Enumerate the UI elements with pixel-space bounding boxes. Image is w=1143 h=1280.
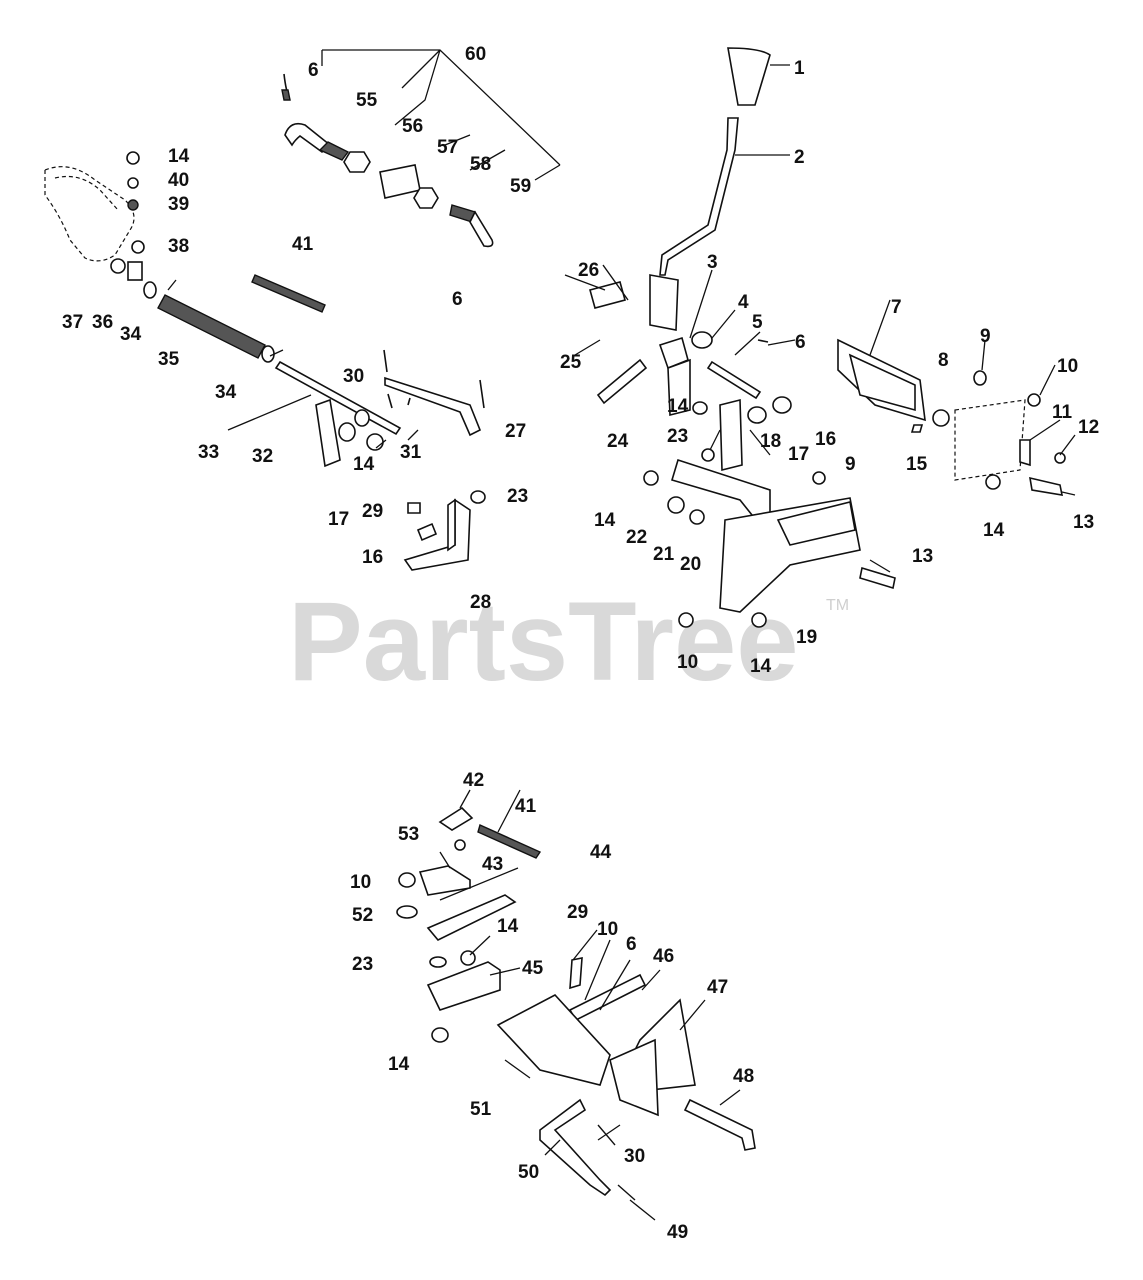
callout-16: 16: [362, 547, 383, 568]
callout-46: 46: [653, 946, 674, 967]
callout-34: 34: [215, 382, 237, 403]
callout-40: 40: [168, 170, 189, 191]
callout-14: 14: [497, 916, 519, 937]
kit-60-group: [281, 49, 561, 248]
callout-57: 57: [437, 137, 458, 158]
callout-20: 20: [680, 554, 701, 575]
callout-3: 3: [707, 252, 718, 273]
callout-6: 6: [452, 289, 463, 310]
callout-56: 56: [402, 116, 423, 137]
callout-21: 21: [653, 544, 675, 565]
watermark-trademark: TM: [826, 597, 849, 614]
callout-51: 51: [470, 1099, 492, 1120]
callout-15: 15: [906, 454, 928, 475]
callout-38: 38: [168, 236, 189, 257]
callout-60: 60: [465, 44, 486, 65]
callout-9: 9: [845, 454, 856, 475]
callout-1: 1: [794, 58, 805, 79]
callout-10: 10: [1057, 356, 1078, 377]
callout-24: 24: [607, 431, 629, 452]
callout-37: 37: [62, 312, 83, 333]
shift-lever-group: [564, 47, 1076, 628]
callout-47: 47: [707, 977, 728, 998]
callout-50: 50: [518, 1162, 539, 1183]
callout-labels: 6 60 55 56 57 58 59 14 40 39 38 37 36 34…: [62, 44, 1099, 1243]
callout-14: 14: [168, 146, 190, 167]
callout-10: 10: [597, 919, 618, 940]
callout-49: 49: [667, 1222, 688, 1243]
callout-10: 10: [350, 872, 371, 893]
callout-31: 31: [400, 442, 422, 463]
parts-tree-watermark: PartsTree TM: [288, 579, 849, 704]
watermark-text: PartsTree: [288, 579, 799, 704]
callout-25: 25: [560, 352, 582, 373]
callout-59: 59: [510, 176, 531, 197]
callout-55: 55: [356, 90, 378, 111]
callout-17: 17: [788, 444, 809, 465]
callout-11: 11: [1052, 402, 1073, 423]
callout-58: 58: [470, 154, 491, 175]
callout-34: 34: [120, 324, 142, 345]
callout-13: 13: [1073, 512, 1094, 533]
callout-23: 23: [507, 486, 528, 507]
callout-45: 45: [522, 958, 544, 979]
callout-6: 6: [795, 332, 806, 353]
callout-39: 39: [168, 194, 189, 215]
callout-30: 30: [624, 1146, 645, 1167]
callout-48: 48: [733, 1066, 754, 1087]
callout-53: 53: [398, 824, 419, 845]
callout-41: 41: [515, 796, 537, 817]
callout-30: 30: [343, 366, 364, 387]
callout-28: 28: [470, 592, 491, 613]
callout-35: 35: [158, 349, 180, 370]
callout-27: 27: [505, 421, 526, 442]
callout-14: 14: [353, 454, 375, 475]
callout-29: 29: [362, 501, 383, 522]
callout-9: 9: [980, 326, 991, 347]
callout-7: 7: [891, 297, 902, 318]
callout-33: 33: [198, 442, 219, 463]
callout-14: 14: [750, 656, 772, 677]
callout-6: 6: [308, 60, 319, 81]
callout-26: 26: [578, 260, 599, 281]
callout-14: 14: [667, 396, 689, 417]
callout-4: 4: [738, 292, 749, 313]
callout-14: 14: [983, 520, 1005, 541]
callout-44: 44: [590, 842, 612, 863]
callout-32: 32: [252, 446, 273, 467]
callout-23: 23: [352, 954, 373, 975]
callout-19: 19: [796, 627, 817, 648]
callout-36: 36: [92, 312, 113, 333]
callout-52: 52: [352, 905, 373, 926]
callout-10: 10: [677, 652, 698, 673]
callout-14: 14: [388, 1054, 410, 1075]
callout-18: 18: [760, 431, 781, 452]
callout-5: 5: [752, 312, 763, 333]
callout-16: 16: [815, 429, 836, 450]
lower-assembly-group: [396, 789, 756, 1221]
callout-41: 41: [292, 234, 314, 255]
callout-6: 6: [626, 934, 637, 955]
callout-14: 14: [594, 510, 616, 531]
callout-29: 29: [567, 902, 588, 923]
callout-17: 17: [328, 509, 349, 530]
callout-8: 8: [938, 350, 949, 371]
callout-12: 12: [1078, 417, 1099, 438]
callout-43: 43: [482, 854, 503, 875]
callout-2: 2: [794, 147, 805, 168]
callout-42: 42: [463, 770, 484, 791]
callout-13: 13: [912, 546, 933, 567]
callout-23: 23: [667, 426, 688, 447]
callout-22: 22: [626, 527, 647, 548]
pedal-assembly-group: [44, 151, 486, 571]
